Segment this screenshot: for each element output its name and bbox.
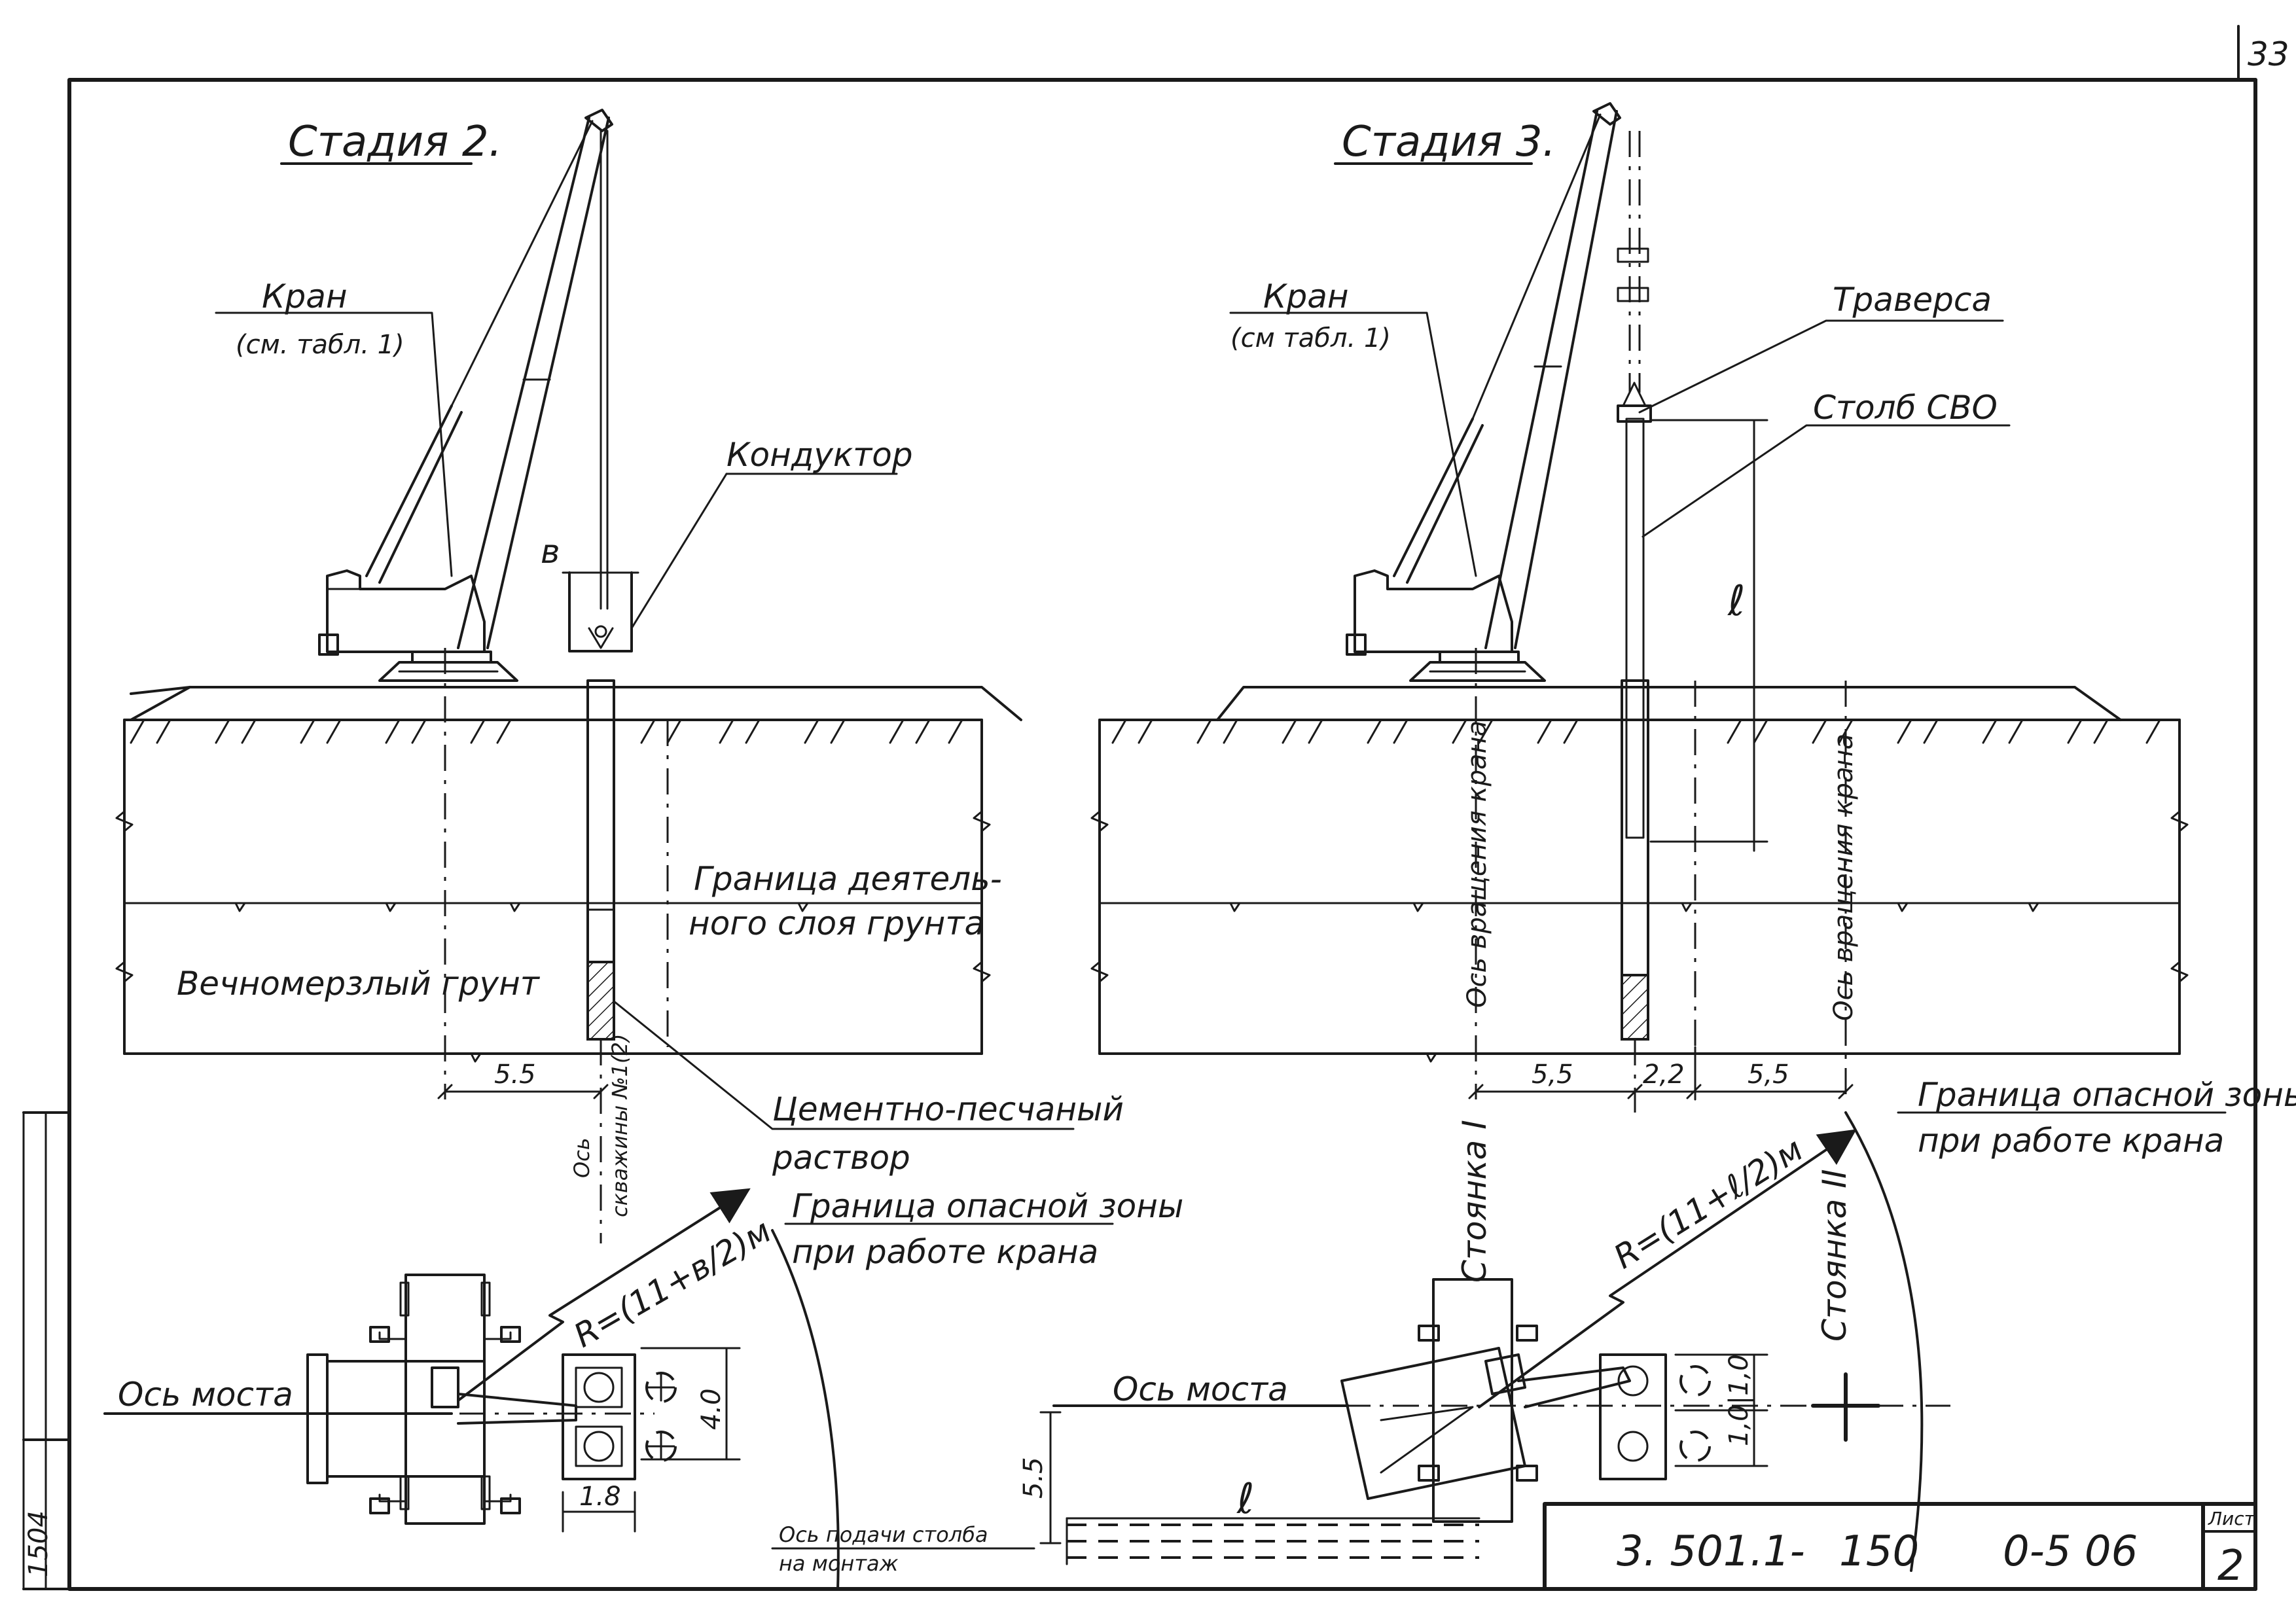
stage-3-rotation-axis-2: Ось вращения крана	[1829, 734, 1859, 1021]
stage-2-b-letter: в	[541, 533, 560, 571]
stage-2-well-axis-line1: Ось	[569, 1137, 594, 1178]
stage-3-danger-line2: при работе крана	[1918, 1122, 2224, 1160]
stage-3-plan	[771, 1111, 2227, 1572]
stage-3-dim-55-right: 5,5	[1748, 1060, 1789, 1090]
stage-3-l-letter: ℓ	[1727, 577, 1745, 626]
stage-2-cement-line2: раствор	[772, 1139, 910, 1177]
stage-3-l-letter-plan: ℓ	[1236, 1475, 1254, 1524]
stage-2-cement-line1: Цементно-песчаный	[772, 1090, 1124, 1128]
stage-3-crane	[1346, 102, 1621, 682]
stage-3-radius-formula: R=(11+ℓ/2)м	[1607, 1130, 1810, 1276]
sheet-label: Лист	[2208, 1508, 2255, 1529]
sheet-frame	[22, 25, 2257, 1591]
stage-2-dim-40: 4.0	[696, 1388, 726, 1430]
stage-3-feed-line1: Ось подачи столба	[779, 1522, 988, 1547]
stage-3-crane-label: Кран	[1263, 277, 1349, 315]
stage-3-crane-note: (см табл. 1)	[1230, 323, 1391, 353]
stage-2-active-layer-line1: Граница деятель-	[694, 860, 1002, 898]
stage-3-rotation-axis-1: Ось вращения крана	[1462, 721, 1492, 1008]
stage-3-drawing	[771, 102, 2227, 1572]
stage-3-station-2: Стоянка II	[1816, 1169, 1854, 1342]
stage-3-bridge-axis: Ось моста	[1113, 1370, 1288, 1408]
stage-3-feed-line2: на монтаж	[779, 1551, 899, 1576]
stage-3-title: Стадия 3.	[1342, 118, 1556, 166]
stage-2-dim-radius: 5.5	[494, 1060, 536, 1090]
stage-3-danger-line1: Граница опасной зоны	[1918, 1076, 2296, 1114]
document-sheet-code: 0-5 06	[2003, 1527, 2138, 1576]
stage-2-danger-line1: Граница опасной зоны	[792, 1187, 1183, 1225]
stage-2-well-axis-line2: скважины №1(2)	[607, 1034, 632, 1217]
stage-3-dim-55-vertical: 5.5	[1018, 1457, 1049, 1499]
title-block	[1543, 1502, 2257, 1591]
stage-3-dim-55-left: 5,5	[1532, 1060, 1573, 1090]
stage-3-dim-1010: 1,0|1,0	[1724, 1354, 1754, 1446]
stage-2-crane-label: Кран	[262, 277, 348, 315]
stage-2-plan	[103, 1188, 1114, 1590]
stage-2-crane	[318, 109, 639, 682]
page-number: 33	[2248, 35, 2289, 73]
margin-code: 1504	[24, 1510, 54, 1577]
stage-2-dim-18: 1.8	[579, 1482, 621, 1512]
stage-3-dim-22: 2,2	[1643, 1060, 1685, 1090]
document-series: 150	[1839, 1527, 1919, 1576]
stage-2-danger-line2: при работе крана	[792, 1233, 1098, 1271]
stage-2-drawing	[103, 109, 1114, 1590]
stage-3-station-1: Стоянка I	[1456, 1120, 1494, 1283]
sheet-number: 2	[2217, 1542, 2244, 1590]
stage-3-traverse-label: Траверса	[1833, 281, 1992, 319]
stage-2-permafrost-label: Вечномерзлый грунт	[177, 965, 541, 1003]
stage-2-bridge-axis: Ось моста	[118, 1376, 293, 1414]
document-code: 3. 501.1-	[1617, 1527, 1805, 1576]
stage-2-crane-note: (см. табл. 1)	[236, 330, 404, 360]
stage-2-active-layer-line2: ного слоя грунта	[689, 904, 984, 942]
stage-3-pillar-label: Столб СВО	[1813, 389, 1998, 427]
stage-2-conductor-label: Кондуктор	[726, 436, 913, 474]
stage-2-title: Стадия 2.	[288, 118, 502, 166]
